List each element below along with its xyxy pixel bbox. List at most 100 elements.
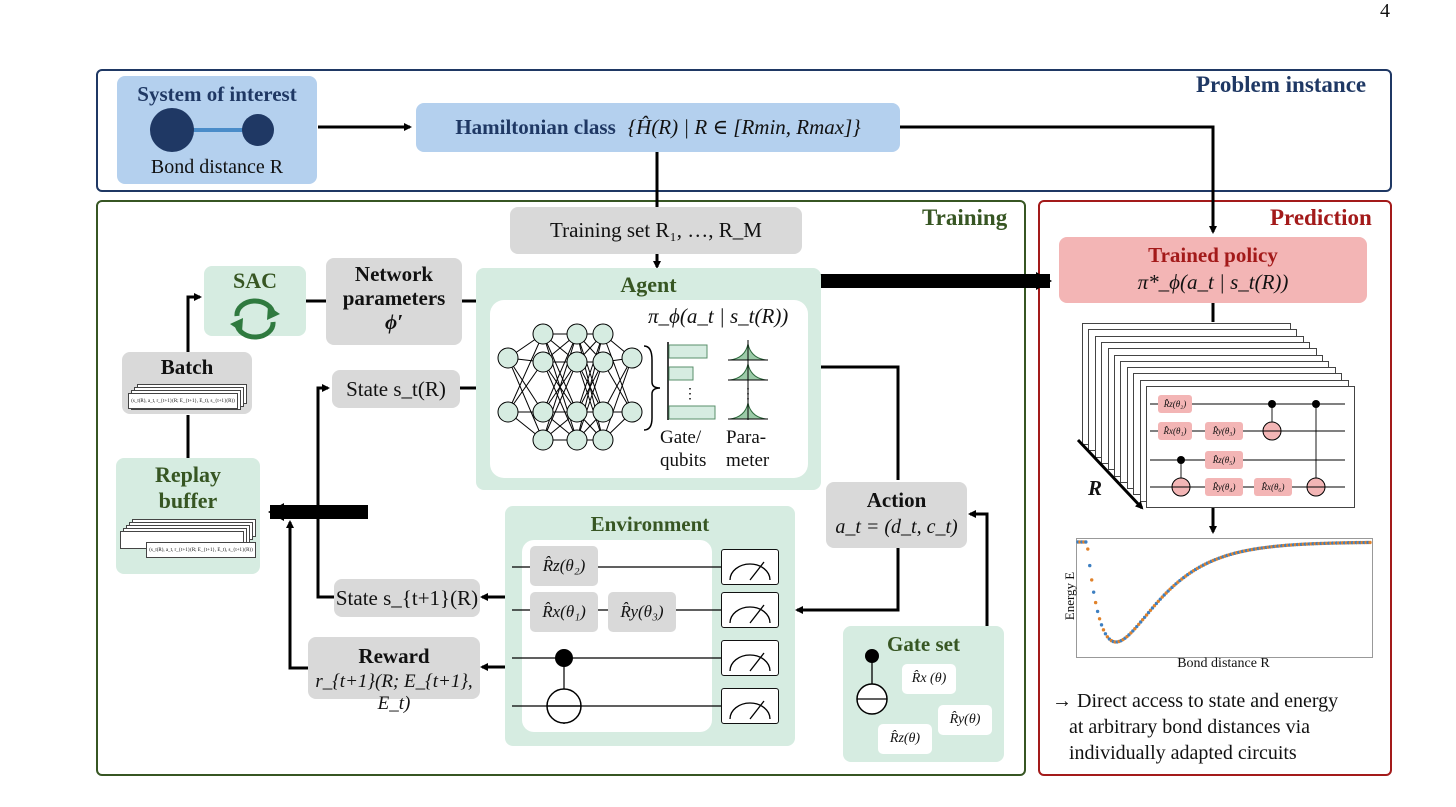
- pred-gate-ry-theta3: R̂y(θ₃): [1205, 422, 1243, 440]
- energy-point: [1150, 606, 1155, 610]
- gate-set-title: Gate set: [887, 632, 960, 656]
- state-t-box: State s_t(R): [332, 370, 460, 408]
- energy-point: [1093, 600, 1098, 605]
- energy-point: [1103, 632, 1108, 636]
- gateset-ry: R̂y(θ): [938, 705, 992, 735]
- nn-node: [532, 429, 554, 451]
- page-number: 4: [1380, 0, 1390, 22]
- nn-edge: [602, 333, 633, 413]
- nn-edge: [507, 357, 544, 413]
- energy-point: [1097, 617, 1102, 621]
- replay-buffer-line1: Replay: [155, 462, 221, 487]
- nn-node: [532, 323, 554, 345]
- trained-policy-formula: π*_ϕ(a_t | s_t(R)): [1137, 270, 1289, 294]
- nn-node: [566, 323, 588, 345]
- energy-point: [1099, 623, 1104, 627]
- reward-title: Reward: [358, 644, 430, 668]
- energy-point: [1146, 610, 1151, 615]
- agent-title: Agent: [620, 272, 677, 297]
- energy-point: [1105, 635, 1110, 639]
- gateset-rz: R̂z(θ): [878, 724, 932, 754]
- conclusion-line3: individually adapted circuits: [1069, 742, 1297, 764]
- network-parameters-line3: ϕ′: [384, 310, 404, 334]
- nn-node: [621, 347, 643, 369]
- energy-point: [1133, 627, 1137, 631]
- energy-point: [1148, 608, 1153, 612]
- nn-node: [566, 351, 588, 373]
- energy-point: [1101, 628, 1106, 632]
- network-parameters-label: Network parameters ϕ′: [326, 262, 462, 334]
- nn-node: [592, 429, 614, 451]
- env-gate-ry-theta3: R̂y(θ₃): [608, 592, 676, 632]
- reward-formula: r_{t+1}(R; E_{t+1}, E_t): [315, 671, 473, 714]
- svg-text:⋮: ⋮: [683, 386, 697, 402]
- state-t1-box: State s_{t+1}(R): [334, 579, 480, 617]
- hamiltonian-class-box: Hamiltonian class {Ĥ(R) | R ∈ [Rmin, Rma…: [416, 103, 900, 152]
- pred-gate-ry-theta4: R̂y(θ₄): [1205, 478, 1243, 496]
- training-set-box: Training set R₁, …, R_M: [510, 207, 802, 254]
- trained-policy-title: Trained policy: [1148, 243, 1278, 267]
- nn-node: [497, 347, 519, 369]
- action-title: Action: [866, 488, 927, 512]
- circuit-r-label: R: [1088, 476, 1103, 500]
- energy-point: [1368, 540, 1372, 545]
- energy-point: [1095, 609, 1100, 614]
- prediction-frame: [1038, 200, 1392, 776]
- env-gate-rx-theta1: R̂x(θ₁): [530, 592, 598, 632]
- replay-buffer-title: Replay buffer: [116, 462, 260, 514]
- environment-title: Environment: [590, 512, 710, 536]
- bond-distance-label: Bond distance R: [150, 156, 284, 178]
- plot-xlabel: Bond distance R: [1177, 656, 1270, 671]
- nn-edge: [542, 333, 578, 441]
- nn-edge: [542, 333, 578, 413]
- network-parameters-line2: parameters: [342, 286, 446, 310]
- conclusion-line1: → Direct access to state and energy: [1052, 690, 1339, 712]
- policy-formula: π_ϕ(a_t | s_t(R)): [648, 304, 789, 328]
- nn-node: [532, 351, 554, 373]
- nn-node: [592, 401, 614, 423]
- energy-point: [1084, 540, 1088, 544]
- pred-gate-rz-theta2: R̂z(θ₂): [1158, 395, 1192, 413]
- nn-node: [566, 401, 588, 423]
- action-formula: a_t = (d_t, c_t): [835, 516, 958, 538]
- replay-record: (s_t(R), a_t, r_{t+1}(R; E_{t+1}, E_t), …: [146, 542, 256, 558]
- energy-point: [1152, 604, 1157, 608]
- system-of-interest-title: System of interest: [137, 82, 297, 106]
- sac-title: SAC: [232, 268, 277, 293]
- training-frame: [96, 200, 1026, 776]
- energy-point: [1144, 613, 1149, 617]
- pred-gate-rx-theta6: R̂x(θ₆): [1254, 478, 1292, 496]
- gateset-rx: R̂x (θ): [902, 664, 956, 694]
- nn-node: [532, 401, 554, 423]
- batch-record: (s_t(R), a_t, r_{t+1}(R; E_{t+1}, E_t), …: [128, 393, 238, 409]
- nn-edge: [602, 357, 633, 441]
- nn-node: [592, 323, 614, 345]
- network-parameters-box: [326, 258, 462, 345]
- gate-qubits-label: Gate/ qubits: [660, 427, 707, 471]
- conclusion-line2: at arbitrary bond distances via: [1069, 716, 1311, 738]
- replay-buffer-line2: buffer: [158, 488, 218, 513]
- energy-point: [1135, 624, 1139, 629]
- hamiltonian-prefix: Hamiltonian class: [455, 115, 616, 139]
- energy-point: [1091, 590, 1096, 594]
- pred-gate-rz-theta5: R̂z(θ₅): [1205, 451, 1243, 469]
- plot-ylabel: Energy E: [1062, 571, 1077, 621]
- nn-edge: [576, 361, 604, 441]
- energy-point: [1156, 599, 1161, 603]
- nn-node: [592, 351, 614, 373]
- training-set-label: Training set R₁, …, R_M: [550, 218, 762, 242]
- conclusion-text: → Direct access to state and energy at a…: [1052, 688, 1388, 766]
- nn-edge: [576, 333, 604, 413]
- problem-instance-frame: [96, 69, 1392, 192]
- nn-edge: [507, 333, 544, 413]
- network-parameters-line1: Network: [354, 262, 434, 286]
- problem-instance-title: Problem instance: [1196, 72, 1367, 97]
- trained-policy-box: [1059, 237, 1367, 303]
- energy-point: [1090, 578, 1094, 582]
